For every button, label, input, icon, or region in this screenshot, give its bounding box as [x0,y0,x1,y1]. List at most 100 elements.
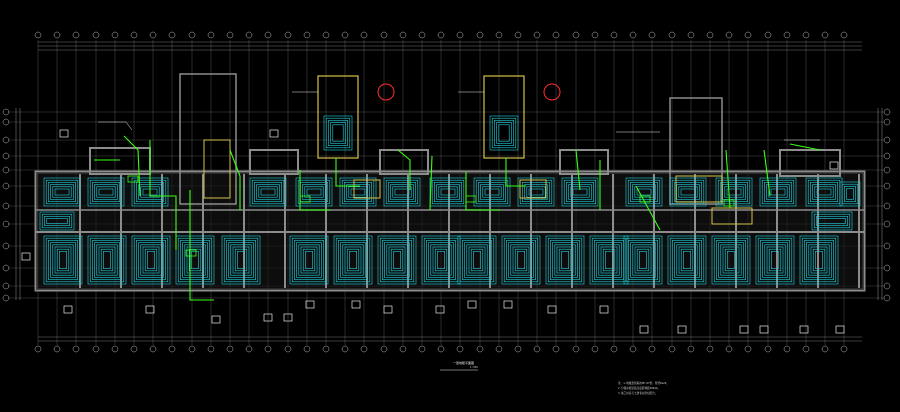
stair-core-layer [203,75,753,225]
heating-coil-loop [43,177,81,207]
heating-coil-loop [512,246,530,274]
axis-bubble-top [687,31,695,39]
supply-pipe [763,149,771,197]
axis-bubble-bottom [706,345,714,353]
heating-coil-loop [344,246,362,274]
axis-bubble-left [2,282,10,290]
axis-bubble-bottom [514,345,522,353]
heating-coil-loop [184,244,206,276]
axis-bubble-top [610,31,618,39]
heating-coil-loop [498,124,510,142]
heating-coil-loop [342,244,364,276]
heating-coil-loop [816,188,832,196]
heating-coil-loop [41,213,73,229]
axis-bubble-bottom [648,345,656,353]
supply-pipe [505,158,526,187]
axis-bubble-bottom [34,345,42,353]
heating-coil-loop [382,240,412,280]
heating-coil-loop [430,244,452,276]
room-tag-box [759,325,769,334]
heating-coil-loop [727,251,735,269]
heating-coil-loop [131,235,171,285]
room-tag-box [677,325,687,334]
heating-coil-loop [771,251,779,269]
axis-bubble-bottom [476,345,484,353]
riser-marker [377,83,395,101]
heating-coil-loop [491,117,517,149]
axis-bubble-top [744,31,752,39]
stair-core [483,75,525,159]
heating-coil-loop [302,184,326,200]
heating-coil-loop [672,240,702,280]
heating-coil-loop [226,240,256,280]
heating-coil-loop [348,186,368,198]
heating-coil-loop [379,237,415,283]
heating-coil-loop [44,216,70,226]
supply-pipe [229,149,241,210]
axis-bubble-left [2,242,10,250]
axis-bubble-top [840,31,848,39]
heating-coil-loop [466,244,488,276]
heating-coil-loop [524,184,548,200]
heating-coil-loop [339,177,377,207]
drawing-scale: 1:100 [470,365,478,369]
axis-bubble-top [72,31,80,39]
axis-bubble-top [629,31,637,39]
axis-bubble-bottom [399,345,407,353]
heating-coil-loop [528,188,544,196]
heating-coil-loop [438,186,458,198]
heating-coil-loop [674,242,700,278]
heating-coil-loop [678,186,698,198]
axis-bubble-bottom [264,345,272,353]
heating-coil-loop [459,237,495,283]
heating-coil-loop [89,237,125,283]
heating-coil-loop [630,242,656,278]
heating-coil-loop [757,237,793,283]
heating-coil-loop [188,248,202,272]
axis-bubble-right [883,294,891,302]
heating-coil-loop [96,186,116,198]
axis-bubble-top [476,31,484,39]
heating-coil-loop [506,240,536,280]
axis-bubble-bottom [149,345,157,353]
axis-bubble-top [418,31,426,39]
callout-leader [98,121,133,131]
heating-coil-loop [103,251,111,269]
heating-coil-loop [552,242,578,278]
note-line-3: 3.施工时应与土建专业密切配合。 [618,391,657,395]
heating-coil-loop [249,177,287,207]
heating-coil-loop [48,240,78,280]
heating-coil-loop [522,182,550,202]
heating-coil-loop [323,115,353,151]
heating-coil-loop [526,186,546,198]
heating-coil-loop [815,251,823,269]
heating-coil-loop [325,117,351,149]
axis-bubble-left [2,166,10,174]
heating-coil-loop [87,177,125,207]
stair-core [353,179,381,199]
heating-coil-loop [332,124,344,142]
axis-bubble-left [2,182,10,190]
heating-coil-loop [297,179,331,205]
axis-bubble-bottom [418,345,426,353]
room-tag-box [547,305,557,314]
heating-coil-loop [761,179,795,205]
heating-coil-loop [494,120,514,146]
heating-coil-loop [669,177,707,207]
heating-coil-loop [722,246,740,274]
heating-coil-loop [473,251,481,269]
heating-coil-loop [45,179,79,205]
axis-bubble-top [322,31,330,39]
supply-pipe [429,155,433,211]
heating-coil-loop [254,182,282,202]
axis-bubble-right [883,202,891,210]
heating-coil-loop [810,246,828,274]
room-tag-box [599,305,609,314]
heating-coil-loop [566,182,594,202]
heating-coil-loop [291,237,327,283]
heating-coil-loop [390,248,404,272]
axis-bubble-right [883,166,891,174]
axis-bubble-top [284,31,292,39]
axis-bubble-right [883,118,891,126]
heating-coil-loop [251,179,285,205]
